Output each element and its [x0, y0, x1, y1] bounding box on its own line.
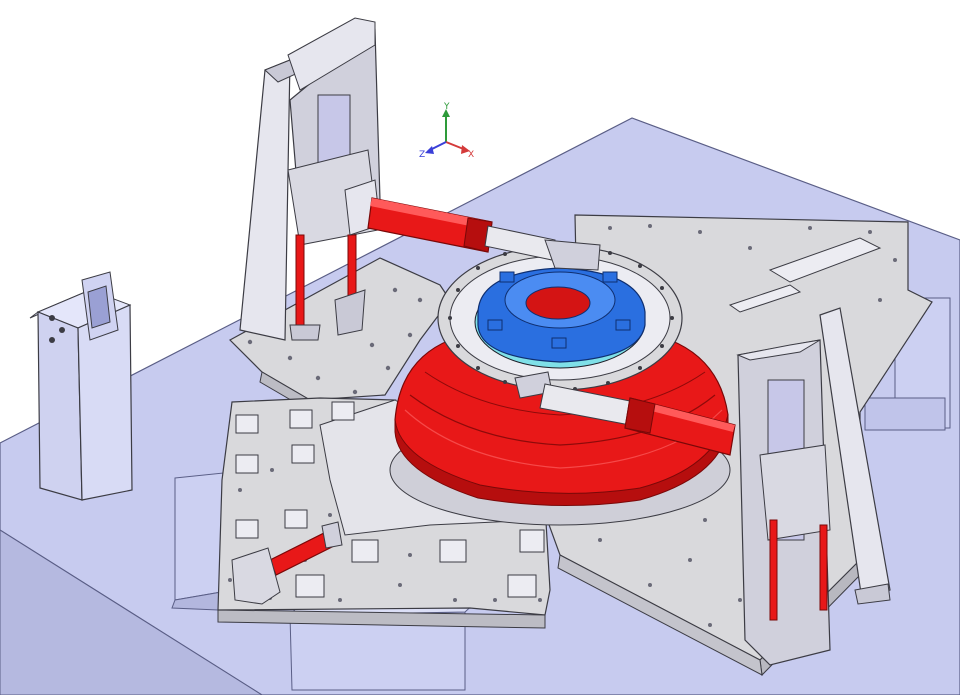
x-arrow-icon — [461, 145, 470, 154]
bolt-holes-left — [247, 287, 423, 395]
z-arrow-icon — [425, 146, 434, 154]
triad-y-label: Y — [443, 102, 450, 112]
right-hydraulic-cylinder[interactable] — [514, 371, 736, 456]
mantle-lugs — [487, 271, 631, 349]
orientation-triad: Y X Z — [419, 102, 474, 160]
triad-x-label: X — [468, 150, 474, 160]
back-left-lift-column[interactable] — [239, 17, 381, 341]
clamp-blocks — [235, 401, 545, 598]
crusher-mantle-assembly[interactable] — [389, 245, 731, 526]
y-arrow-icon — [442, 109, 450, 117]
front-right-lift-column[interactable] — [736, 307, 891, 666]
front-left-hydraulic-cylinder[interactable] — [231, 521, 343, 605]
rear-hydraulic-cylinder[interactable] — [344, 179, 601, 271]
triad-z-label: Z — [419, 150, 425, 160]
console-knobs-icon — [49, 315, 65, 343]
control-console[interactable] — [29, 271, 133, 501]
